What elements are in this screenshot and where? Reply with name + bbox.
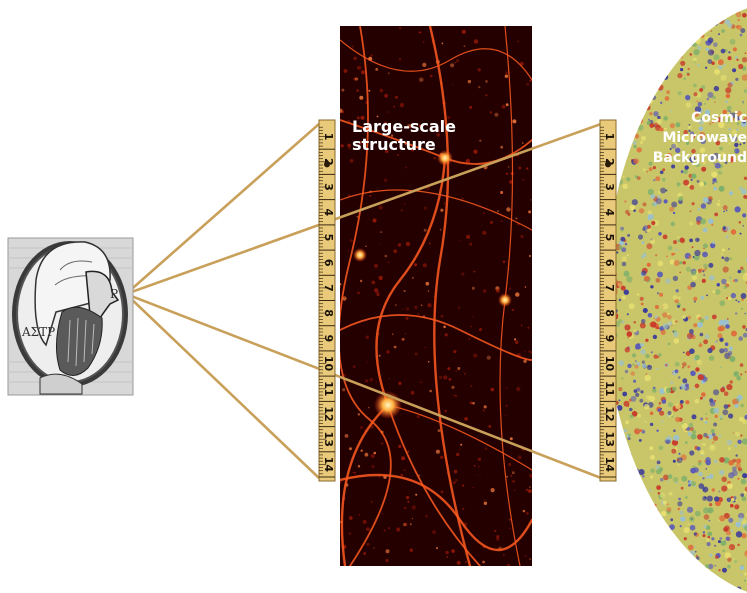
ruler-number: 13 [322,432,335,447]
cmb-label-line-3: Background [652,150,747,166]
cmb-label-line-1: Cosmic [691,110,747,126]
sight-lines [125,122,602,480]
ruler-number: 6 [603,259,616,267]
ruler-number: 14 [603,457,616,473]
svg-text:Ρ: Ρ [110,287,118,301]
ruler-number: 9 [322,334,335,342]
ruler-number: 10 [603,356,616,372]
cmb-label-line-2: Microwave [662,130,747,146]
ruler-number: 12 [603,406,616,421]
ruler-number: 13 [603,432,616,447]
ruler-number: 8 [322,309,335,317]
svg-text:ΑΣΤΡ: ΑΣΤΡ [21,325,55,339]
ruler-number: 5 [603,234,616,242]
ruler-number: 4 [322,208,335,216]
ruler-number: 10 [322,356,335,372]
measuring-ruler-near: 1234567891011121314 [318,119,336,482]
cosmic-web-image [340,26,532,566]
ruler-number: 5 [322,234,335,242]
ruler-number: 14 [322,457,335,473]
lss-label-line-2: structure [352,135,436,155]
ruler-number: 11 [603,381,616,396]
ruler-number: 4 [603,208,616,216]
ruler-number: 7 [603,284,616,292]
ruler-number: 3 [603,183,616,191]
ruler-number: 9 [603,334,616,342]
measuring-ruler-far: 1234567891011121314 [599,119,617,482]
cmb-map [605,0,747,593]
ruler-number: 7 [322,284,335,292]
ruler-number: 8 [603,309,616,317]
lss-label-line-1: Large-scale [352,117,456,136]
astronomer-portrait: ΑΣΤΡ Ρ [7,237,134,396]
ruler-number: 1 [322,133,335,141]
cmb-label: Cosmic Microwave Background [600,110,747,180]
large-scale-structure-label: Large-scale structure [352,117,456,155]
ruler-number: 11 [322,381,335,396]
ruler-number: 1 [603,133,616,141]
ruler-number: 6 [322,259,335,267]
ruler-number: 12 [322,406,335,421]
ruler-number: 3 [322,183,335,191]
